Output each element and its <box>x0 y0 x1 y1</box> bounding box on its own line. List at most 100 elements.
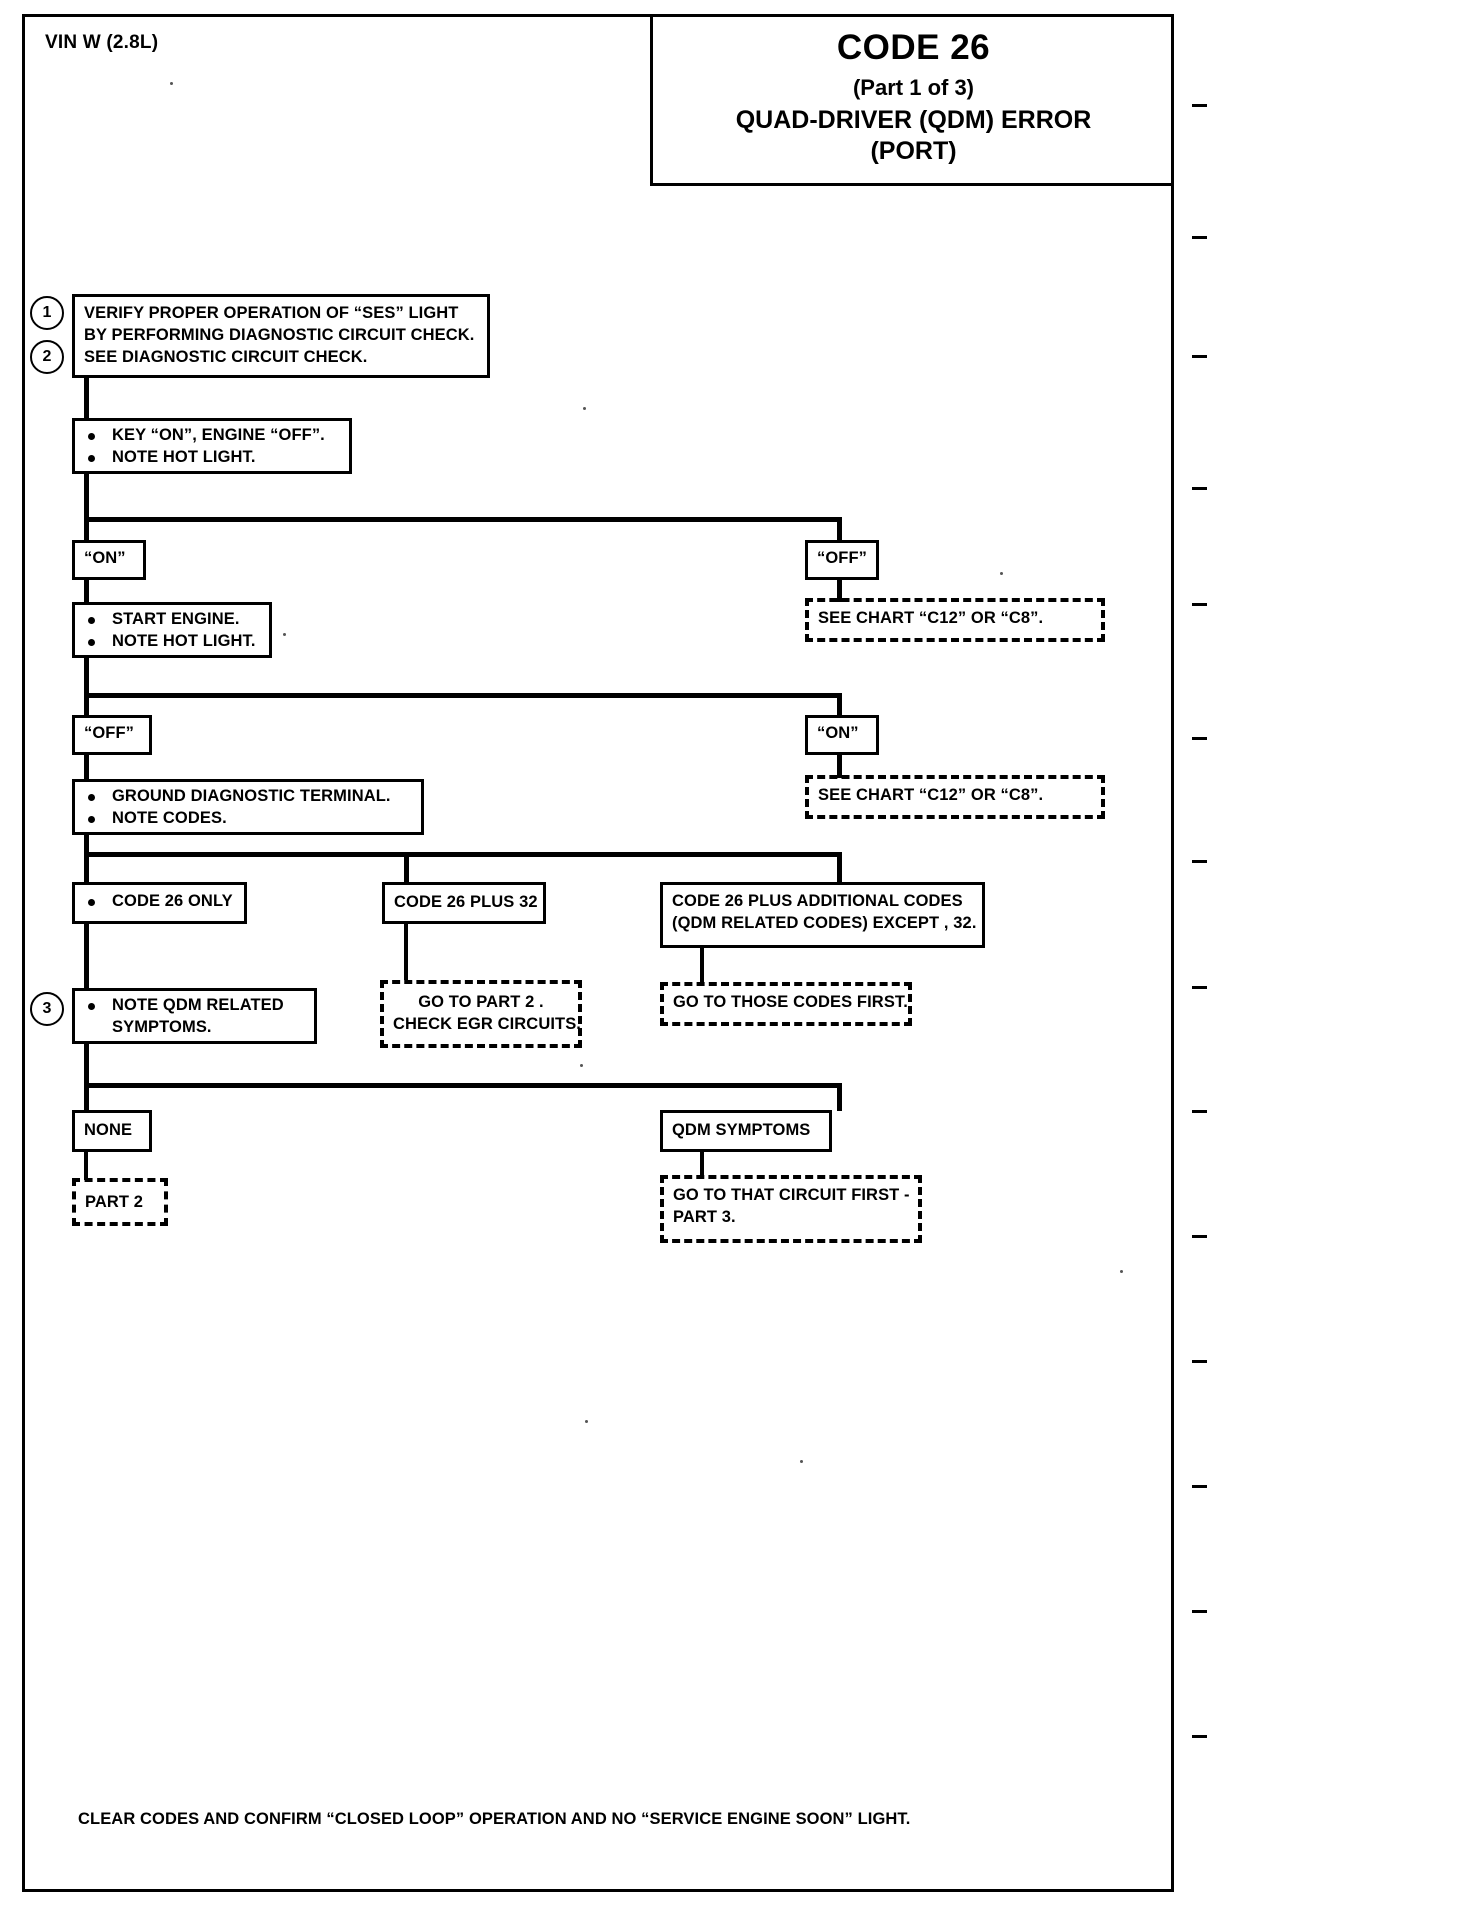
note-qdm-bullet-1-cont: SYMPTOMS. <box>112 1017 212 1036</box>
margin-tick <box>1192 236 1207 239</box>
margin-tick <box>1192 104 1207 107</box>
margin-tick <box>1192 986 1207 989</box>
scan-speck <box>580 1064 583 1067</box>
node-key-on-engine-off: KEY “ON”, ENGINE “OFF”. NOTE HOT LIGHT. <box>72 418 352 474</box>
verify-line-2: BY PERFORMING DIAGNOSTIC CIRCUIT CHECK. <box>84 325 475 344</box>
branch-4-left-drop <box>84 1083 89 1111</box>
title-subtitle-line2: (PORT) <box>870 136 957 165</box>
connector-on-to-start-engine <box>84 580 89 610</box>
branch-3-mid-drop <box>404 852 409 884</box>
vin-label: VIN W (2.8L) <box>45 32 159 53</box>
branch-bar-2 <box>84 693 842 698</box>
note-qdm-bullet-1: NOTE QDM RELATED <box>84 995 305 1017</box>
ground-bullet-2: NOTE CODES. <box>84 808 412 830</box>
ground-bullet-1: GROUND DIAGNOSTIC TERMINAL. <box>84 786 412 808</box>
code26-additional-line-2: (QDM RELATED CODES) EXCEPT , 32. <box>672 913 977 932</box>
branch-bar-1 <box>84 517 842 522</box>
connector-noteqdm-down <box>84 1044 89 1092</box>
connector-qdmsymptoms-to-circuit <box>700 1152 704 1178</box>
scan-speck <box>1120 1270 1123 1273</box>
branch2-right-label: “ON” <box>817 724 859 742</box>
title-block: CODE 26 (Part 1 of 3) QUAD-DRIVER (QDM) … <box>650 14 1174 186</box>
branch-3-right-drop <box>837 852 842 884</box>
verify-line-1: VERIFY PROPER OPERATION OF “SES” LIGHT <box>84 304 459 322</box>
go-to-those-codes-label: GO TO THOSE CODES FIRST. <box>673 993 908 1011</box>
qdm-symptoms-label: QDM SYMPTOMS <box>672 1121 811 1139</box>
margin-tick <box>1192 603 1207 606</box>
node-verify-ses-light: VERIFY PROPER OPERATION OF “SES” LIGHT B… <box>72 294 490 378</box>
node-code26-plus-32: CODE 26 PLUS 32 <box>382 882 546 924</box>
node-go-to-circuit-part3: GO TO THAT CIRCUIT FIRST - PART 3. <box>660 1175 922 1243</box>
connector-code26plus32-down <box>404 924 408 980</box>
node-see-chart-2: SEE CHART “C12” OR “C8”. <box>805 775 1105 819</box>
margin-tick <box>1192 355 1207 358</box>
margin-tick <box>1192 1735 1207 1738</box>
scan-speck <box>170 82 173 85</box>
title-part-indicator: (Part 1 of 3) <box>852 74 975 100</box>
keyon-bullet-2: NOTE HOT LIGHT. <box>84 447 340 469</box>
scan-speck <box>800 1460 803 1463</box>
step-number-2: 2 <box>30 340 64 374</box>
scan-speck <box>583 407 586 410</box>
connector-verify-to-keyon <box>84 378 89 420</box>
margin-tick <box>1192 737 1207 740</box>
branch-4-right-drop <box>837 1083 842 1111</box>
node-go-to-those-codes: GO TO THOSE CODES FIRST. <box>660 982 912 1026</box>
connector-off2-to-ground <box>84 755 89 782</box>
node-branch1-on: “ON” <box>72 540 146 580</box>
footer-note: CLEAR CODES AND CONFIRM “CLOSED LOOP” OP… <box>78 1810 911 1828</box>
scan-speck <box>1000 572 1003 575</box>
node-code26-only: CODE 26 ONLY <box>72 882 247 924</box>
go-to-circuit-line-2: PART 3. <box>673 1207 736 1226</box>
branch1-right-label: “OFF” <box>817 549 867 567</box>
node-qdm-symptoms: QDM SYMPTOMS <box>660 1110 832 1152</box>
node-note-qdm-symptoms: NOTE QDM RELATED SYMPTOMS. <box>72 988 317 1044</box>
title-subtitle-line1: QUAD-DRIVER (QDM) ERROR <box>735 105 1092 134</box>
connector-startengine-down <box>84 658 89 700</box>
see-chart-1-label: SEE CHART “C12” OR “C8”. <box>818 609 1044 627</box>
code26-plus32-label: CODE 26 PLUS 32 <box>394 893 538 911</box>
start-engine-bullet-1: START ENGINE. <box>84 609 260 631</box>
node-branch1-off: “OFF” <box>805 540 879 580</box>
connector-on2-to-chart2 <box>837 755 842 778</box>
branch-3-left-drop <box>84 852 89 884</box>
connector-additional-down <box>700 948 704 982</box>
verify-line-3: SEE DIAGNOSTIC CIRCUIT CHECK. <box>84 347 368 366</box>
see-chart-2-label: SEE CHART “C12” OR “C8”. <box>818 786 1044 804</box>
branch2-left-label: “OFF” <box>84 724 134 742</box>
branch-2-right-drop <box>837 693 842 718</box>
node-part-2: PART 2 <box>72 1178 168 1226</box>
branch-1-left-drop <box>84 517 89 544</box>
margin-tick <box>1192 1235 1207 1238</box>
step-number-3: 3 <box>30 992 64 1026</box>
step-number-1: 1 <box>30 296 64 330</box>
margin-tick <box>1192 487 1207 490</box>
node-none: NONE <box>72 1110 152 1152</box>
margin-tick <box>1192 1485 1207 1488</box>
node-ground-diagnostic-terminal: GROUND DIAGNOSTIC TERMINAL. NOTE CODES. <box>72 779 424 835</box>
margin-tick <box>1192 1610 1207 1613</box>
part2-label: PART 2 <box>85 1193 144 1211</box>
scan-speck <box>585 1420 588 1423</box>
keyon-bullet-1: KEY “ON”, ENGINE “OFF”. <box>84 425 340 447</box>
none-label: NONE <box>84 1121 133 1139</box>
connector-off-to-chart1 <box>837 580 842 602</box>
branch-bar-3 <box>84 852 842 857</box>
margin-tick <box>1192 860 1207 863</box>
node-code26-additional: CODE 26 PLUS ADDITIONAL CODES (QDM RELAT… <box>660 882 985 948</box>
page-title: CODE 26 <box>836 28 991 67</box>
node-branch2-off: “OFF” <box>72 715 152 755</box>
scan-speck <box>283 633 286 636</box>
branch-1-right-drop <box>837 517 842 544</box>
branch1-left-label: “ON” <box>84 549 126 567</box>
start-engine-bullet-2: NOTE HOT LIGHT. <box>84 631 260 653</box>
node-go-to-part-2: GO TO PART 2 . CHECK EGR CIRCUITS. <box>380 980 582 1048</box>
go-to-part2-line-2: CHECK EGR CIRCUITS. <box>393 1014 581 1033</box>
margin-tick <box>1192 1360 1207 1363</box>
code26-additional-line-1: CODE 26 PLUS ADDITIONAL CODES <box>672 892 963 910</box>
page-border <box>22 14 1174 1892</box>
connector-code26only-down <box>84 924 89 990</box>
node-branch2-on: “ON” <box>805 715 879 755</box>
branch-bar-4 <box>84 1083 842 1088</box>
